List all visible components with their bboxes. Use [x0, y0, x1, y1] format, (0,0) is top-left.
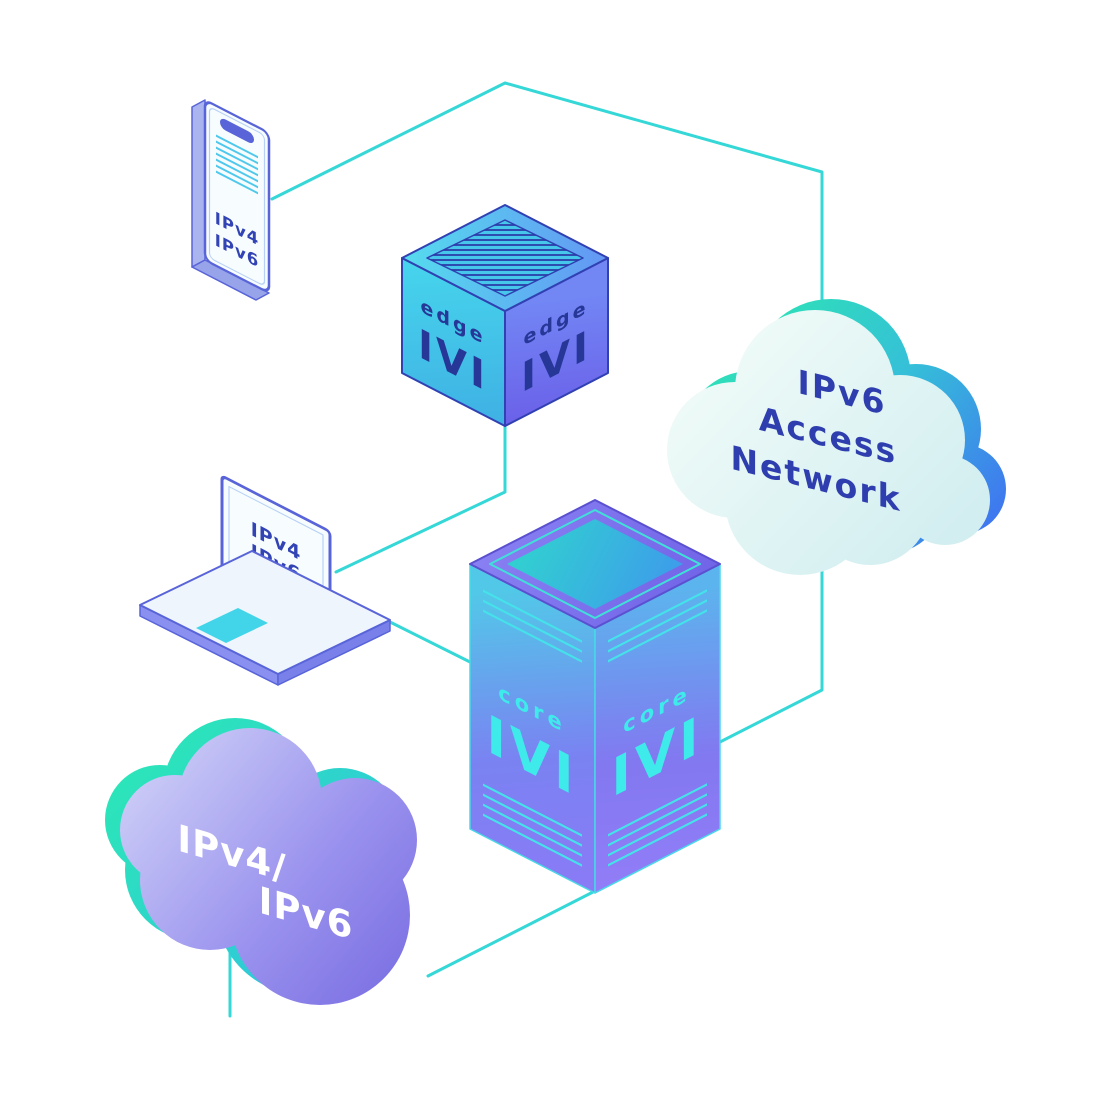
laptop-base-top: [139, 550, 391, 675]
laptop: IPv4 IPv6: [139, 475, 391, 686]
phone-screen-bezel: [208, 108, 266, 285]
connector-edge-to-laptop: [334, 422, 507, 574]
phone-notch: [220, 118, 254, 144]
connector-lines: [228, 81, 824, 1018]
connector-core-to-dual-cloud: [426, 889, 597, 978]
cube-vent-panel: [426, 219, 584, 297]
core-router-tower: core IVI core IVI: [469, 499, 721, 894]
ipv6-access-cloud: IPv6 Access Network: [667, 299, 1006, 575]
connector-laptop-to-core: [386, 619, 476, 666]
core-top-inner-panel: [507, 519, 683, 609]
cloud-front-layer: [120, 728, 417, 1005]
smartphone: IPv4 IPv6: [191, 99, 271, 301]
laptop-trackpad: [196, 608, 268, 643]
edge-router-cube: edge IVI edge IVI: [401, 204, 609, 427]
phone-side-face: [191, 99, 206, 268]
connector-phone-to-cloud: [270, 81, 824, 746]
core-top-inner-border: [489, 509, 701, 619]
phone-screen-lines: [216, 134, 258, 195]
dual-stack-cloud: IPv4/ IPv6: [105, 718, 417, 1005]
cloud-front-layer: [667, 310, 990, 575]
